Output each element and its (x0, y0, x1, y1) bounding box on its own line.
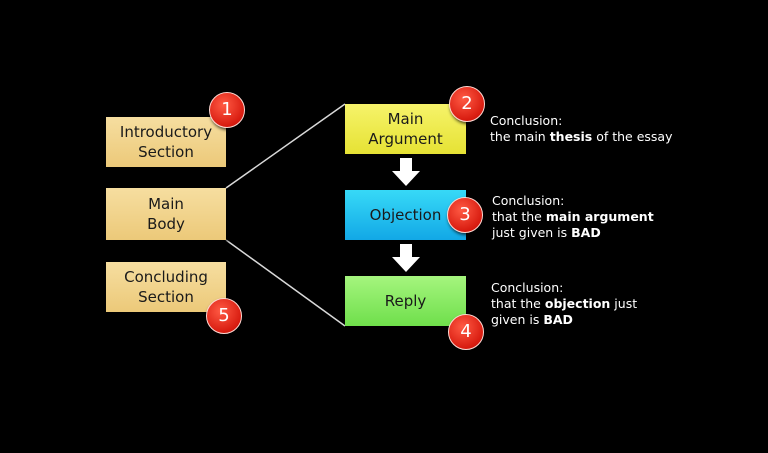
main-body-label: Main Body (147, 195, 185, 233)
objection-conclusion-note: Conclusion: that the main argument just … (492, 193, 654, 241)
down-arrow-icon (392, 158, 420, 186)
note-line: that the objection just (491, 296, 638, 311)
concluding-section-label: Concluding Section (124, 268, 208, 306)
concluding-section-box: Concluding Section (106, 262, 226, 312)
connector-main-body-to-reply (225, 239, 346, 327)
objection-box: Objection (345, 190, 466, 240)
main-argument-box: Main Argument (345, 104, 466, 154)
reply-label: Reply (384, 292, 427, 310)
reply-box: Reply (345, 276, 466, 326)
note-line: given is BAD (491, 312, 573, 327)
badge-5: 5 (206, 298, 242, 334)
note-line: just given is BAD (492, 225, 601, 240)
badge-1: 1 (209, 92, 245, 128)
objection-label: Objection (369, 206, 442, 224)
note-text: the main thesis of the essay (490, 129, 673, 144)
introductory-section-label: Introductory Section (119, 123, 213, 161)
main-argument-conclusion-note: Conclusion: the main thesis of the essay (490, 113, 673, 145)
note-heading: Conclusion: (492, 193, 565, 208)
down-arrow-icon (392, 244, 420, 272)
reply-conclusion-note: Conclusion: that the objection just give… (491, 280, 637, 328)
badge-3: 3 (447, 197, 483, 233)
badge-2: 2 (449, 86, 485, 122)
note-heading: Conclusion: (490, 113, 563, 128)
note-line: that the main argument (492, 209, 654, 224)
introductory-section-box: Introductory Section (106, 117, 226, 167)
connector-main-body-to-main-argument (225, 103, 346, 189)
main-body-box: Main Body (106, 188, 226, 240)
main-argument-label: Main Argument (368, 110, 443, 148)
badge-4: 4 (448, 314, 484, 350)
note-heading: Conclusion: (491, 280, 564, 295)
